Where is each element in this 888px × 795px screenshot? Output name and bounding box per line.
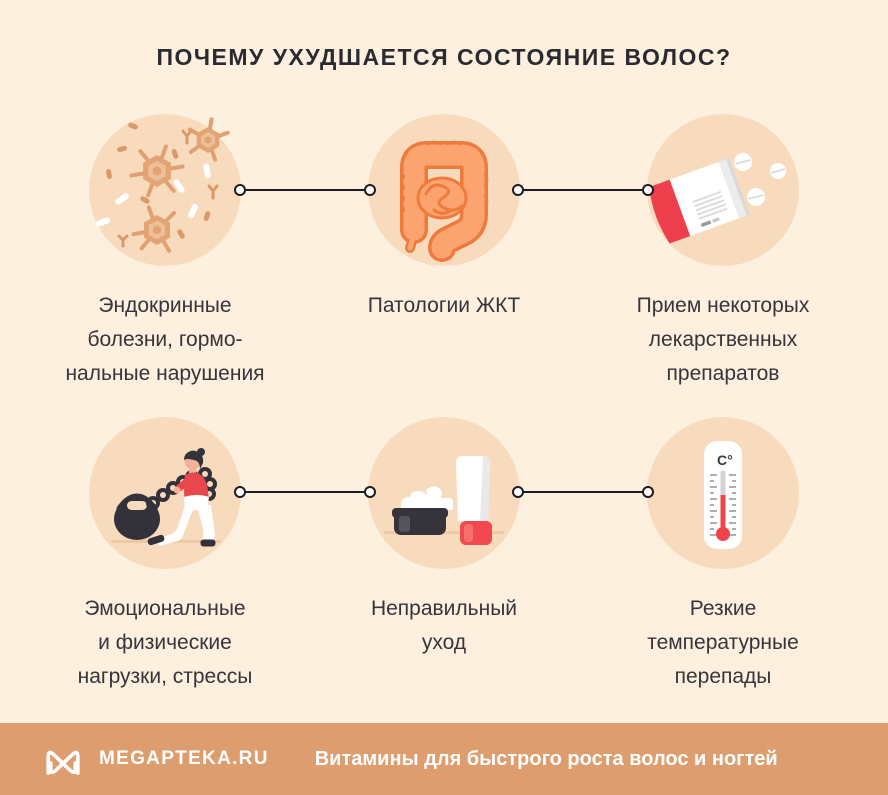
pills-icon <box>649 153 786 244</box>
connector-line <box>240 189 370 191</box>
intestines-icon <box>400 140 489 262</box>
connector-dot <box>512 486 524 498</box>
card-circle-care <box>368 417 520 569</box>
card-circle-medication <box>647 114 799 266</box>
footer-tagline: Витамины для быстрого роста волос и ногт… <box>314 747 778 770</box>
stress-icon <box>111 448 221 547</box>
germs-icon <box>95 117 230 253</box>
connector-dot <box>234 486 246 498</box>
connector-line-4 <box>512 486 654 499</box>
connector-dot <box>364 184 376 196</box>
connector-dot <box>364 486 376 498</box>
skincare-icon <box>384 456 504 545</box>
footer-brand: MEGAPTEKA.RU <box>99 748 269 769</box>
card-circle-endocrine <box>89 114 241 266</box>
caption-endocrine: Эндокринные болезни, гормо- нальные нару… <box>65 294 265 385</box>
card-circle-temperature: C° <box>647 417 799 569</box>
page-title: ПОЧЕМУ УХУДШАЕТСЯ СОСТОЯНИЕ ВОЛОС? <box>156 44 732 70</box>
connector-line-2 <box>512 184 654 197</box>
caption-gi: Патологии ЖКТ <box>367 294 521 317</box>
caption-medication: Прием некоторых лекарственных препаратов <box>636 294 810 385</box>
connector-line-3 <box>234 486 376 499</box>
connector-dot <box>642 184 654 196</box>
footer-bar: MEGAPTEKA.RU Витамины для быстрого роста… <box>0 723 888 795</box>
connector-line <box>518 189 648 191</box>
megapteka-logo-icon <box>46 750 80 775</box>
card-circle-gi <box>368 114 520 266</box>
caption-temperature: Резкие температурные перепады <box>647 597 799 688</box>
connector-line-1 <box>234 184 376 197</box>
card-circle-stress <box>89 417 241 569</box>
connector-dot <box>234 184 246 196</box>
thermometer-icon: C° <box>704 441 742 549</box>
connector-dot <box>512 184 524 196</box>
connector-line <box>518 491 648 493</box>
caption-care: Неправильный уход <box>370 597 518 654</box>
connector-line <box>240 491 370 493</box>
caption-stress: Эмоциональные и физические нагрузки, стр… <box>77 597 253 688</box>
thermometer-scale-label: C° <box>717 452 733 468</box>
connector-dot <box>642 486 654 498</box>
